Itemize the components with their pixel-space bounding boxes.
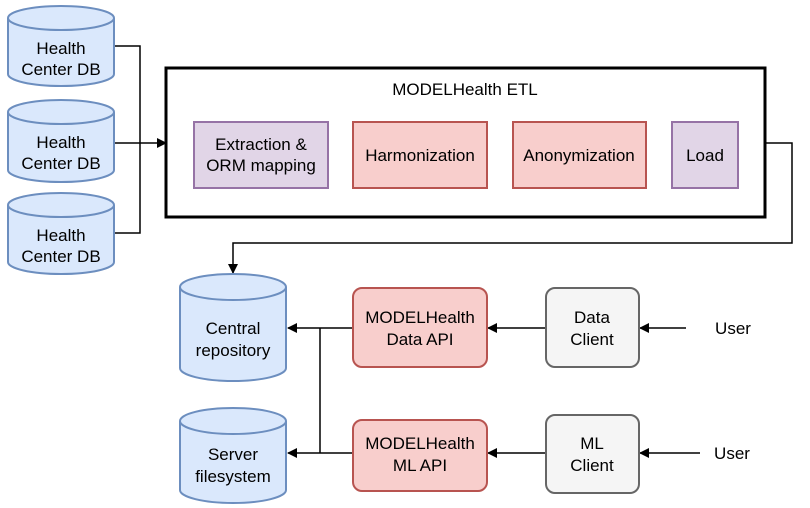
step-extraction: Extraction & ORM mapping [193,121,329,189]
step-anonymization: Anonymization [512,121,647,189]
data-api-line1: MODELHealth [365,308,475,327]
step-extraction-line1: Extraction & [215,135,307,154]
step-extraction-line2: ORM mapping [206,156,316,175]
data-client: Data Client [545,287,640,368]
data-client-line2: Client [570,330,614,349]
source-db-3: Health Center DB [7,192,115,275]
central-repository-line1: Central [206,319,261,338]
connector-db3 [114,143,141,234]
source-db-2: Health Center DB [7,99,115,183]
step-load: Load [671,121,739,189]
source-db-2-line2: Center DB [21,154,100,173]
server-filesystem-line1: Server [208,445,258,464]
user-label-data: User [715,319,751,338]
source-db-1-line2: Center DB [21,60,100,79]
ml-client-line1: ML [580,434,604,453]
ml-client: ML Client [545,414,640,494]
ml-api-line1: MODELHealth [365,434,475,453]
central-repository-line2: repository [196,341,271,360]
server-filesystem-line2: filesystem [195,467,271,486]
central-repository: Central repository [179,273,287,382]
data-api-line2: Data API [386,330,453,349]
step-anonymization-label: Anonymization [523,146,635,165]
arrow-load-to-central [228,142,793,274]
ml-api-line2: ML API [393,456,447,475]
ml-client-line2: Client [570,456,614,475]
step-load-label: Load [686,146,724,165]
step-harmonization: Harmonization [352,121,488,189]
source-db-1: Health Center DB [7,5,115,87]
step-harmonization-label: Harmonization [365,146,475,165]
data-api: MODELHealth Data API [352,287,488,368]
server-filesystem: Server filesystem [179,407,287,504]
user-label-ml: User [714,444,750,463]
etl-title: MODELHealth ETL [392,80,538,99]
source-db-1-line1: Health [36,39,85,58]
source-db-3-line2: Center DB [21,247,100,266]
source-db-3-line1: Health [36,226,85,245]
data-client-line1: Data [574,308,610,327]
source-db-2-line1: Health [36,133,85,152]
connector-db1 [114,45,141,143]
ml-api: MODELHealth ML API [352,419,488,492]
